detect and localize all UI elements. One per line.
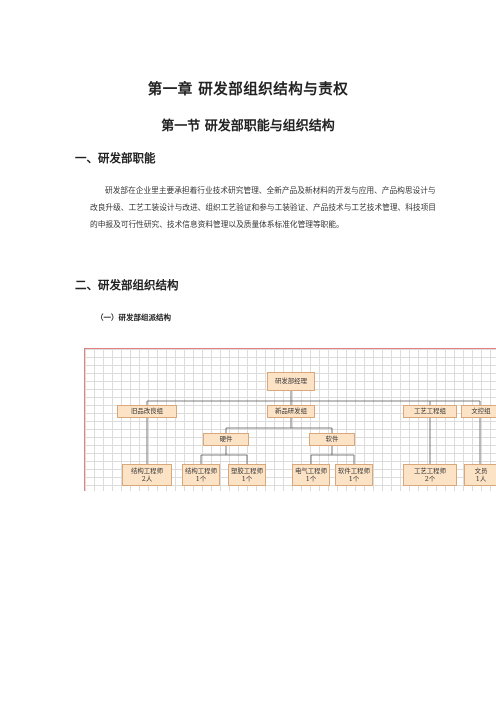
subheading-structure: （一）研发部组派结构 <box>96 313 171 322</box>
heading-rd-functions: 一、研发部职能 <box>75 151 156 165</box>
rd-functions-paragraph: 研发部在企业里主要承担着行业技术研究管理、全新产品及新材料的开发与应用、产品构思… <box>90 186 436 230</box>
org-node-hardware: 硬件 <box>203 433 249 446</box>
section-title: 第一节 研发部职能与组织结构 <box>161 119 335 134</box>
org-chart-connectors <box>146 391 481 464</box>
chapter-title: 第一章 研发部组织结构与责权 <box>147 81 349 98</box>
org-node-process-group: 工艺工程组 <box>403 405 457 418</box>
heading-rd-structure: 二、研发部组织结构 <box>75 278 179 292</box>
org-node-software: 软件 <box>309 433 355 446</box>
org-node-root: 研发部经理 <box>267 372 315 391</box>
org-node-document-control-group: 文控组 <box>461 405 496 418</box>
org-node-new-product-group: 新品研发组 <box>267 405 315 418</box>
org-node-old-product-group: 旧品改良组 <box>117 405 177 418</box>
